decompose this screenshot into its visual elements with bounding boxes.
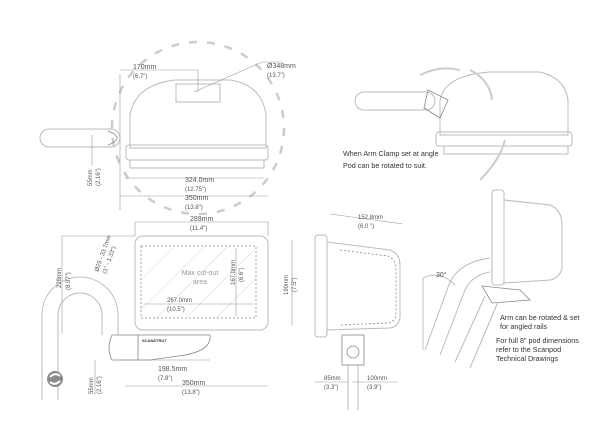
swing-circle bbox=[110, 40, 286, 216]
screen-width-in: (11.4") bbox=[190, 226, 207, 232]
swing-diameter-in: (13.7") bbox=[267, 73, 285, 79]
clamp-reach-mm: 198.5mm bbox=[158, 366, 187, 373]
angled-note-line2: Pod can be rotated to suit. bbox=[343, 161, 427, 170]
cutout-height-mm: 167.0mm bbox=[231, 260, 237, 285]
rail-height-in: (8.97") bbox=[66, 272, 72, 290]
cutout-label-line1: Max cut-out bbox=[182, 270, 219, 277]
swing-diameter-mm: Ø348mm bbox=[267, 63, 296, 70]
clamp-arm bbox=[138, 334, 211, 361]
rail-angle: 30° bbox=[436, 271, 447, 279]
clamp-reach-in: (7.8") bbox=[158, 376, 172, 382]
top-view: 170mm (6.7") Ø348mm (13.7") 324.0mm (12.… bbox=[39, 40, 296, 216]
screen-width-mm: 289mm bbox=[190, 216, 214, 223]
cutout-width-in: (10.5") bbox=[167, 307, 185, 313]
front-offset-in: (3.3") bbox=[324, 385, 338, 391]
side-depth-in: (6.0 ") bbox=[358, 224, 374, 230]
cutout-height-in: (6.6") bbox=[239, 268, 245, 282]
rail-note2-line2: refer to the Scanpod bbox=[496, 345, 561, 354]
arm-offset-in: (6.7") bbox=[133, 74, 147, 80]
rail-height-mm: 228mm bbox=[57, 268, 63, 288]
cutout-width-mm: 267.0mm bbox=[167, 298, 192, 304]
arm-offset-mm: 170mm bbox=[133, 64, 157, 71]
side-view: 152.8mm (6.0 ") 85mm (3.3") 100mm (3.9") bbox=[314, 213, 404, 410]
front-clamp-height-in: (2.16") bbox=[97, 376, 103, 394]
rail-note1-line2: for angled rails bbox=[500, 322, 548, 331]
rail-note2-line3: Technical Drawings bbox=[496, 354, 558, 363]
side-depth-mm: 152.8mm bbox=[358, 215, 383, 221]
arm-tube bbox=[39, 128, 121, 148]
clamp-height-mm: 55mm bbox=[88, 169, 94, 186]
screen-height-in: (7.5") bbox=[292, 278, 298, 292]
screen-height-mm: 190mm bbox=[284, 275, 290, 295]
clamp-brand: SCANSTRUT bbox=[142, 338, 167, 343]
overall-width-mm: 350mm bbox=[185, 195, 209, 202]
clamp-height-in: (2.16") bbox=[96, 168, 102, 186]
pod-width-in: (12.75") bbox=[185, 187, 206, 193]
front-clamp-height-mm: 55mm bbox=[89, 377, 95, 394]
rail-note1-line1: Arm can be rotated & set bbox=[500, 313, 580, 322]
cutout-area bbox=[140, 245, 257, 319]
rail-note2-line1: For full 8" pod dimensions bbox=[496, 336, 579, 345]
angled-note-line1: When Arm Clamp set at angle bbox=[343, 149, 438, 158]
rear-offset-mm: 100mm bbox=[367, 376, 387, 382]
front-overall-width-in: (13.8") bbox=[182, 390, 200, 396]
pod-body bbox=[129, 79, 267, 149]
screen-outline bbox=[134, 235, 269, 331]
scanstrut-logo bbox=[47, 371, 63, 387]
front-view: SCANSTRUT 289mm (11.4") Max cut-out area… bbox=[41, 216, 298, 400]
rail-view: 30° Arm can be rotated & set for angled … bbox=[422, 189, 580, 369]
cutout-label-line2: area bbox=[193, 279, 207, 286]
front-offset-mm: 85mm bbox=[324, 376, 341, 382]
rear-offset-in: (3.9") bbox=[367, 385, 381, 391]
overall-width-in: (13.8") bbox=[185, 205, 203, 211]
rail-arch bbox=[41, 276, 119, 400]
arm-clamp bbox=[107, 130, 118, 146]
front-overall-width-mm: 350mm bbox=[182, 380, 206, 387]
pod-width-mm: 324.0mm bbox=[185, 177, 214, 184]
angled-view: When Arm Clamp set at angle Pod can be r… bbox=[343, 67, 573, 181]
clamp-knob bbox=[108, 334, 139, 361]
